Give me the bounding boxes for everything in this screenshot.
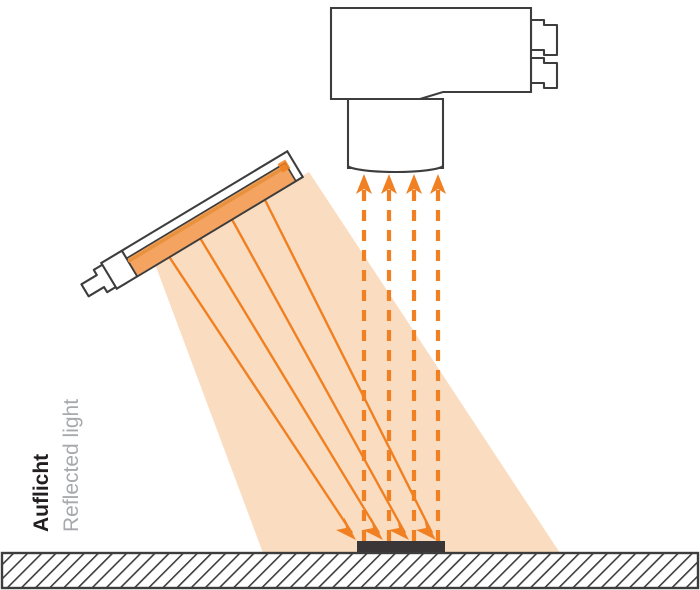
illumination-cone: [155, 172, 560, 553]
incident-ray-arrowheads: [336, 517, 436, 540]
camera-connector-lower: [529, 56, 559, 90]
caption-de: Auflicht: [30, 454, 53, 532]
led-emitting-strip: [125, 161, 298, 278]
led-bar-light: [80, 149, 305, 298]
camera-lens-rim: [347, 165, 444, 174]
hatched-ground-surface: [0, 551, 700, 590]
led-strip-highlight: [127, 164, 288, 263]
caption-en: Reflected light: [60, 399, 83, 532]
camera-body: [329, 6, 533, 101]
camera-assembly: [329, 6, 559, 174]
camera-lens-barrel: [346, 97, 445, 170]
led-far-endcap: [277, 159, 291, 173]
specimen: [357, 541, 445, 553]
figure-caption: Auflicht Reflected light: [30, 399, 83, 532]
reflected-ray-arrowheads: [356, 174, 446, 194]
camera-connector-upper: [529, 18, 559, 57]
incident-light-rays: [164, 193, 434, 534]
